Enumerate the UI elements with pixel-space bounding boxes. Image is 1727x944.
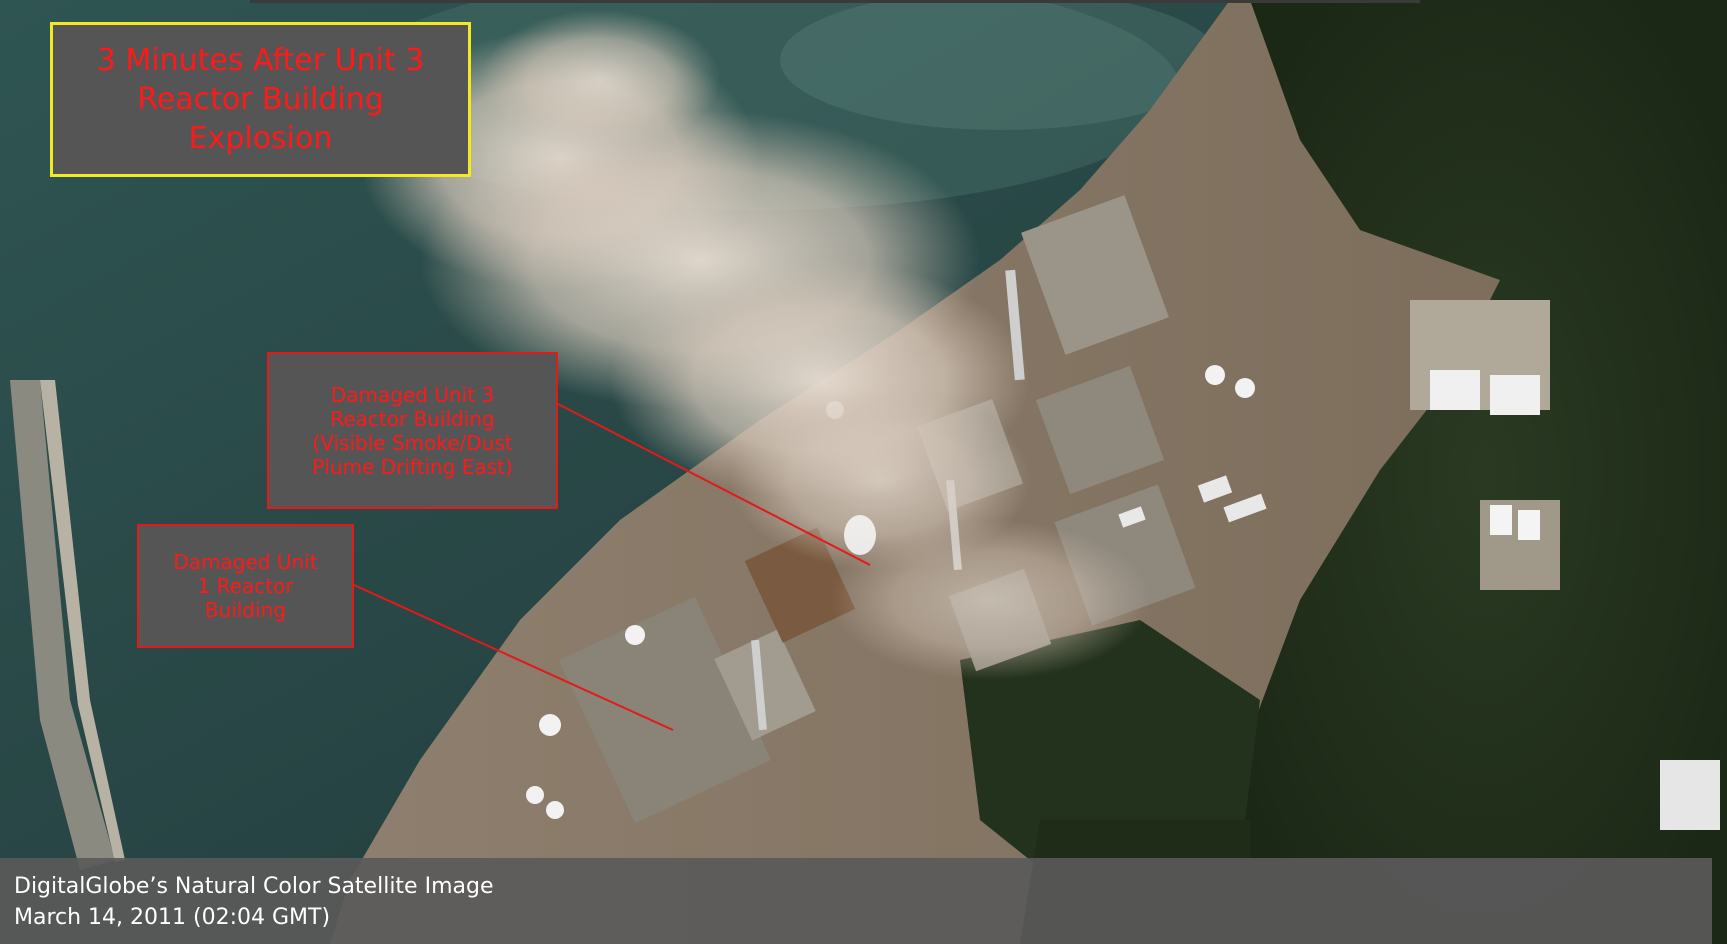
unit1-callout-line: 1 Reactor [197,574,294,598]
unit3-callout-line: Reactor Building [330,406,495,431]
unit3-callout-line: (Visible Smoke/Dust [312,430,513,455]
unit3-callout: Damaged Unit 3 Reactor Building (Visible… [267,352,558,509]
title-callout-line: Explosion [188,121,333,156]
unit1-callout-line: Damaged Unit [173,550,318,574]
unit3-callout-line: Damaged Unit 3 [330,382,495,407]
unit1-callout: Damaged Unit 1 Reactor Building [137,524,354,648]
title-callout-line: 3 Minutes After Unit 3 [96,43,425,78]
unit1-leader-line [353,584,674,731]
image-caption: DigitalGlobe’s Natural Color Satellite I… [0,858,1712,944]
caption-date: March 14, 2011 (02:04 GMT) [14,904,331,930]
title-callout: 3 Minutes After Unit 3 Reactor Building … [50,22,471,177]
title-callout-line: Reactor Building [137,82,384,117]
top-edge-strip [250,0,1420,3]
unit1-callout-line: Building [204,598,287,622]
unit3-leader-line [557,403,871,566]
unit3-callout-line: Plume Drifting East) [312,454,513,479]
caption-source: DigitalGlobe’s Natural Color Satellite I… [14,874,494,899]
